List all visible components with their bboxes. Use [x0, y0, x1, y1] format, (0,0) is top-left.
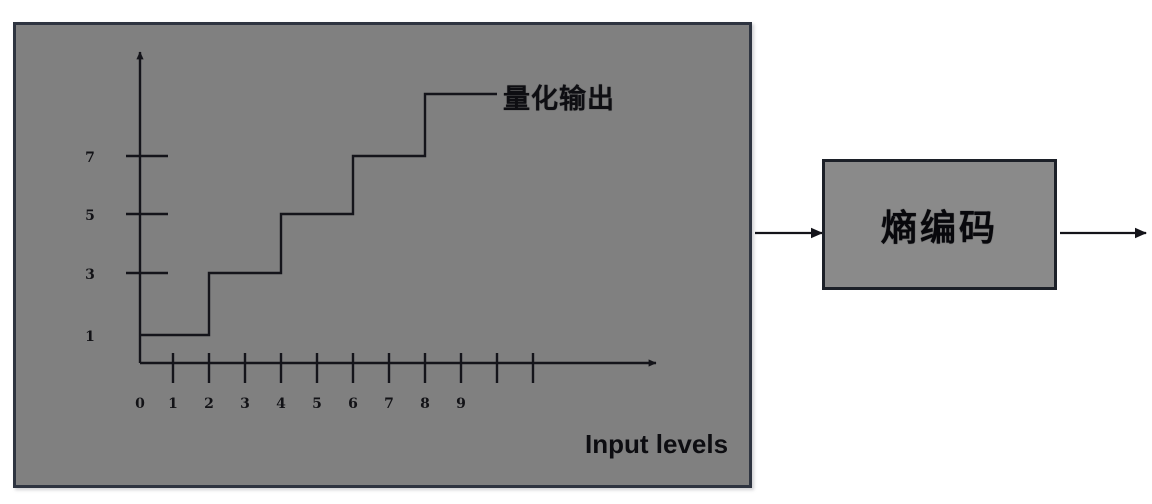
- x-tick-label-7: 7: [384, 396, 394, 412]
- quantizer-plot-svg: [126, 51, 657, 383]
- x-tick-label-3: 3: [240, 396, 250, 412]
- x-tick-label-1: 1: [168, 396, 178, 412]
- x-axis-caption: Input levels: [585, 429, 729, 459]
- quantizer-plot-panel: 7 5 3 1 0 1 2 3 4 5 6 7 8 9 量化输出 Input l…: [13, 22, 752, 488]
- y-tick-marks: [126, 154, 168, 275]
- entropy-coding-block: 熵编码: [822, 159, 1057, 290]
- y-tick-label-7: 7: [85, 150, 95, 166]
- y-tick-label-3: 3: [85, 267, 95, 283]
- x-tick-label-8: 8: [420, 396, 430, 412]
- x-tick-label-5: 5: [312, 396, 322, 412]
- x-tick-label-2: 2: [204, 396, 214, 412]
- quantizer-staircase-curve: [140, 92, 497, 337]
- x-tick-label-4: 4: [276, 396, 286, 412]
- chart-title: 量化输出: [503, 84, 615, 115]
- x-tick-label-6: 6: [348, 396, 358, 412]
- x-tick-label-9: 9: [456, 396, 466, 412]
- entropy-coding-label: 熵编码: [880, 207, 998, 249]
- y-tick-label-1: 1: [85, 329, 95, 345]
- y-tick-label-5: 5: [85, 208, 95, 224]
- x-tick-marks: [171, 353, 535, 383]
- x-tick-label-0: 0: [135, 396, 145, 412]
